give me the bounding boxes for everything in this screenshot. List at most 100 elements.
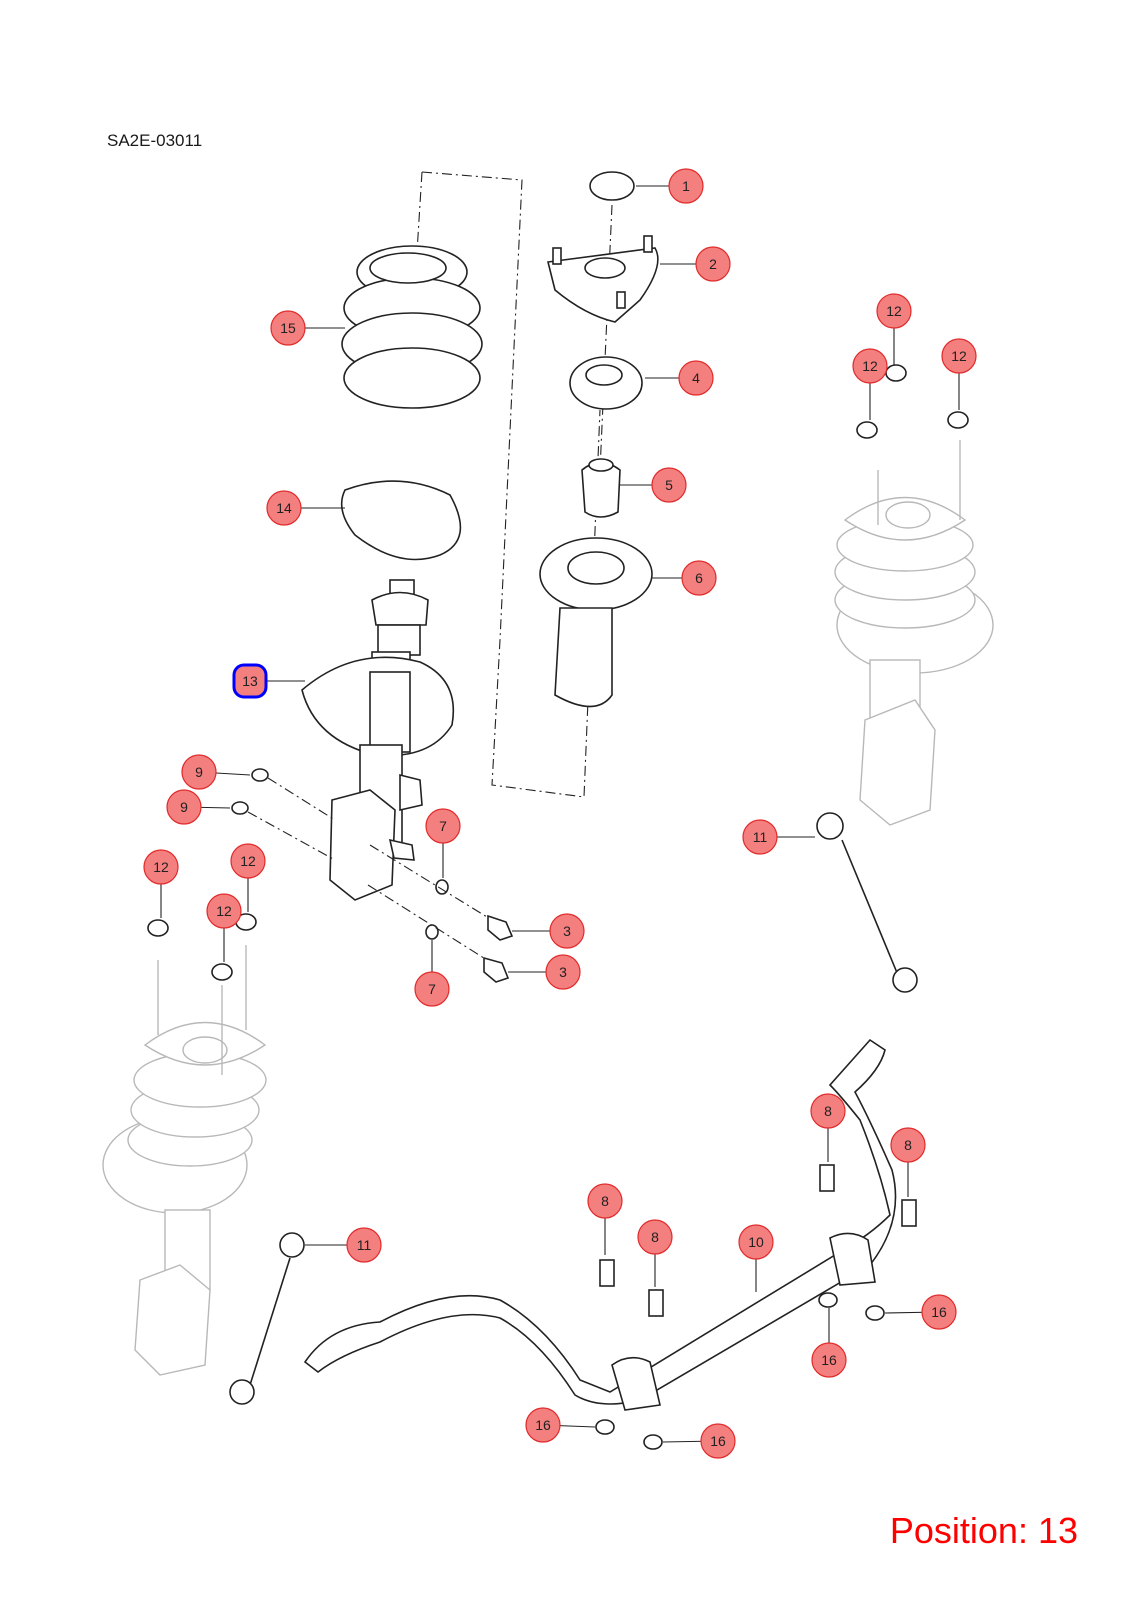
callout-bubble[interactable] xyxy=(890,1127,926,1163)
callout-8[interactable]: 8 xyxy=(637,1219,673,1287)
callout-16[interactable]: 16 xyxy=(525,1407,596,1443)
callout-bubble[interactable] xyxy=(232,663,268,699)
callout-bubble[interactable] xyxy=(678,360,714,396)
callout-bubble[interactable] xyxy=(545,954,581,990)
callout-label: 4 xyxy=(692,370,700,386)
callout-8[interactable]: 8 xyxy=(890,1127,926,1197)
callout-11[interactable]: 11 xyxy=(305,1227,382,1263)
callout-bubble[interactable] xyxy=(700,1423,736,1459)
callout-15[interactable]: 15 xyxy=(270,310,345,346)
callout-16[interactable]: 16 xyxy=(811,1308,847,1378)
callout-bubble[interactable] xyxy=(266,490,302,526)
callout-bubble[interactable] xyxy=(425,808,461,844)
callout-10[interactable]: 10 xyxy=(738,1224,774,1292)
callout-14[interactable]: 14 xyxy=(266,490,345,526)
callout-label: 16 xyxy=(821,1352,837,1368)
callout-bubble[interactable] xyxy=(876,293,912,329)
callout-2[interactable]: 2 xyxy=(660,246,731,282)
part-6-dust-boot xyxy=(539,537,653,708)
part-strut-body xyxy=(329,744,423,901)
callout-label: 8 xyxy=(651,1229,659,1245)
callout-label: 8 xyxy=(601,1193,609,1209)
callout-3[interactable]: 3 xyxy=(512,913,585,949)
callout-bubble[interactable] xyxy=(206,893,242,929)
part-4-bearing xyxy=(569,356,643,410)
callout-9[interactable]: 9 xyxy=(166,789,231,825)
part-bushings-clamps xyxy=(611,1232,876,1411)
callout-16[interactable]: 16 xyxy=(662,1423,736,1459)
callout-label: 6 xyxy=(695,570,703,586)
callout-3[interactable]: 3 xyxy=(508,954,581,990)
callout-9[interactable]: 9 xyxy=(181,754,251,790)
callout-8[interactable]: 8 xyxy=(587,1183,623,1255)
callout-label: 12 xyxy=(240,853,256,869)
callout-label: 5 xyxy=(665,477,673,493)
callout-bubble[interactable] xyxy=(525,1407,561,1443)
callout-13-selected[interactable]: 13 xyxy=(232,663,305,699)
callout-label: 10 xyxy=(748,1234,764,1250)
part-11-stabilizer-links xyxy=(229,812,918,1405)
callout-bubble[interactable] xyxy=(270,310,306,346)
callout-bubble[interactable] xyxy=(651,467,687,503)
callout-bubble[interactable] xyxy=(414,971,450,1007)
callout-bubble[interactable] xyxy=(346,1227,382,1263)
callout-bubble[interactable] xyxy=(181,754,217,790)
callout-4[interactable]: 4 xyxy=(645,360,714,396)
callout-11[interactable]: 11 xyxy=(742,819,815,855)
part-7-washers xyxy=(367,844,501,966)
callout-bubble[interactable] xyxy=(941,338,977,374)
callout-bubble[interactable] xyxy=(668,168,704,204)
callout-label: 15 xyxy=(280,320,296,336)
callout-6[interactable]: 6 xyxy=(652,560,717,596)
ghost-strut-right xyxy=(834,440,994,826)
callout-bubble[interactable] xyxy=(681,560,717,596)
callout-label: 11 xyxy=(753,829,768,845)
callout-label: 13 xyxy=(242,673,258,689)
ghost-strut-left xyxy=(102,945,267,1376)
callout-bubble[interactable] xyxy=(810,1093,846,1129)
callout-bubble[interactable] xyxy=(637,1219,673,1255)
callout-bubble[interactable] xyxy=(742,819,778,855)
callout-12[interactable]: 12 xyxy=(143,849,179,918)
callout-12[interactable]: 12 xyxy=(206,893,242,962)
callout-bubble[interactable] xyxy=(587,1183,623,1219)
callout-bubble[interactable] xyxy=(738,1224,774,1260)
callout-12[interactable]: 12 xyxy=(852,348,888,420)
callout-16[interactable]: 16 xyxy=(884,1294,957,1330)
part-10-stabilizer-bar xyxy=(303,1038,897,1405)
part-9-nuts xyxy=(231,768,336,861)
callout-1[interactable]: 1 xyxy=(636,168,704,204)
callout-label: 12 xyxy=(153,859,169,875)
callout-12[interactable]: 12 xyxy=(876,293,912,365)
callout-label: 12 xyxy=(862,358,878,374)
callout-label: 9 xyxy=(180,799,188,815)
callout-7[interactable]: 7 xyxy=(414,940,450,1007)
callout-bubble[interactable] xyxy=(695,246,731,282)
part-3-bolts xyxy=(483,914,514,983)
callout-bubble[interactable] xyxy=(143,849,179,885)
part-14-upper-seat xyxy=(340,480,462,561)
callout-bubble[interactable] xyxy=(852,348,888,384)
callout-8[interactable]: 8 xyxy=(810,1093,846,1162)
callout-bubble[interactable] xyxy=(921,1294,957,1330)
callout-bubble[interactable] xyxy=(549,913,585,949)
callout-label: 8 xyxy=(824,1103,832,1119)
callout-label: 12 xyxy=(951,348,967,364)
part-shock-absorber xyxy=(371,579,429,673)
callout-12[interactable]: 12 xyxy=(941,338,977,410)
callout-label: 8 xyxy=(904,1137,912,1153)
part-12-nuts xyxy=(147,364,969,981)
position-label: Position: 13 xyxy=(889,1510,1078,1551)
callout-label: 16 xyxy=(535,1417,551,1433)
callout-label: 16 xyxy=(931,1304,947,1320)
callout-12[interactable]: 12 xyxy=(230,843,266,912)
callout-bubble[interactable] xyxy=(811,1342,847,1378)
callout-5[interactable]: 5 xyxy=(620,467,687,503)
callout-bubble[interactable] xyxy=(166,789,202,825)
part-2-top-mount xyxy=(547,235,659,323)
callout-7[interactable]: 7 xyxy=(425,808,461,878)
callout-label: 9 xyxy=(195,764,203,780)
callout-bubble[interactable] xyxy=(230,843,266,879)
